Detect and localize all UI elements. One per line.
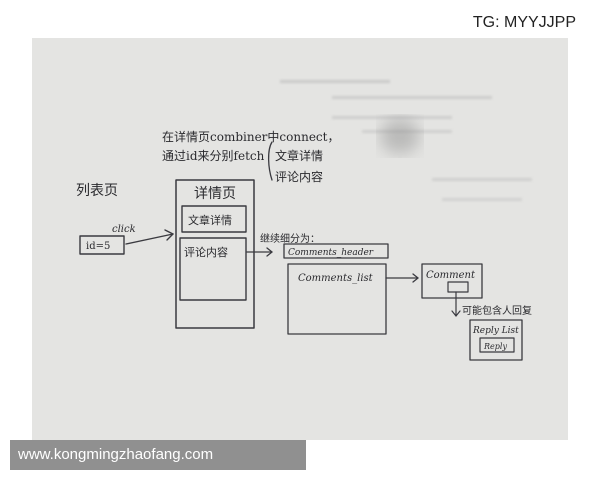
comment-box: [421, 263, 483, 299]
list-page-label: 列表页: [76, 183, 118, 199]
top-note-line2: 通过id来分别fetch: [162, 149, 265, 163]
reply-list-label: Reply List: [472, 326, 519, 336]
comments-header-label: Comments_header: [288, 248, 374, 258]
breakdown-arrowhead: [266, 247, 273, 257]
comments-list-label: Comments_list: [298, 273, 374, 284]
site-url-banner: www.kongmingzhaofang.com: [10, 440, 306, 470]
click-arrowhead: [164, 229, 174, 241]
brace-mark: [267, 141, 273, 181]
article-detail-label: 文章详情: [188, 213, 232, 227]
comment-inner-box: [447, 281, 469, 293]
reply-arrowhead: [451, 310, 461, 317]
comments-list-box: [287, 263, 387, 335]
detail-page-box: [175, 179, 255, 329]
click-label: click: [112, 224, 136, 235]
id-box-label: id=5: [86, 241, 110, 252]
id-box: [79, 235, 125, 255]
fetch-item-comments: 评论内容: [275, 169, 323, 184]
reply-note: 可能包含人回复: [462, 304, 532, 317]
comment-content-label: 评论内容: [184, 245, 228, 259]
comment-content-box: [179, 237, 247, 301]
click-arrow: [125, 233, 174, 245]
detail-page-label: 详情页: [194, 186, 236, 202]
breakdown-label: 继续细分为：: [260, 232, 320, 245]
reply-box: [479, 337, 515, 353]
top-note-line1: 在详情页combiner中connect，: [162, 129, 339, 144]
reply-list-box: [469, 319, 523, 361]
reply-label: Reply: [483, 342, 507, 351]
watermark-badge: TG: MYYJJPP: [464, 10, 586, 36]
fetch-item-article: 文章详情: [275, 148, 323, 163]
diagram-photo: 在详情页combiner中connect， 通过id来分别fetch 文章详情 …: [32, 38, 568, 440]
comment-label: Comment: [426, 270, 476, 281]
article-detail-box: [181, 205, 247, 233]
comments-header-box: [283, 243, 389, 259]
comment-arrowhead: [412, 273, 419, 283]
